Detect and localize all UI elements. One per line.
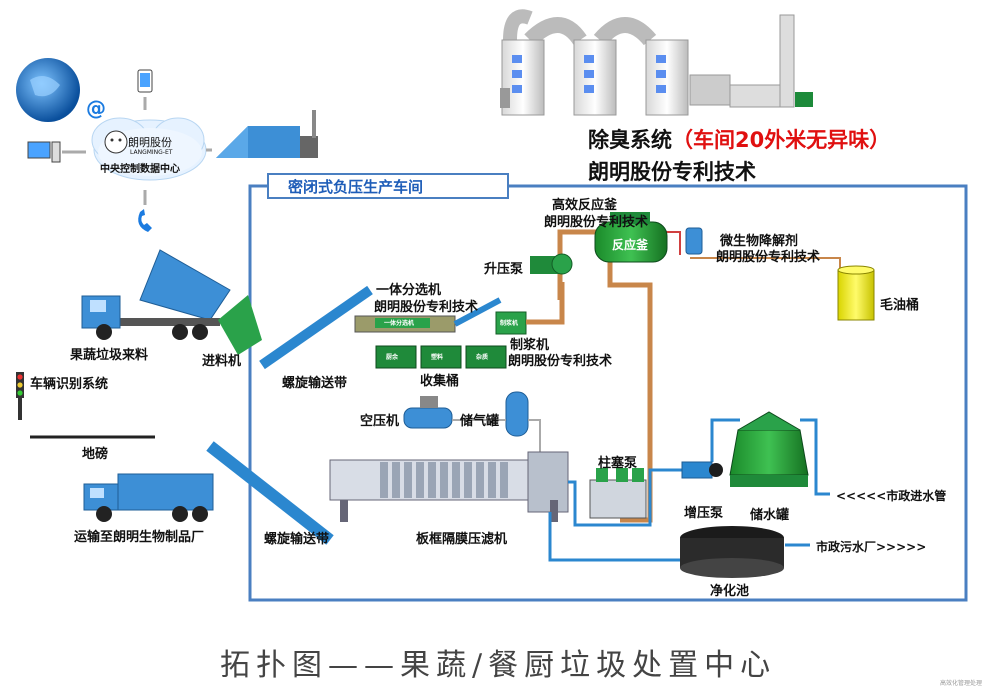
label-oil-barrel: 毛油桶	[880, 298, 920, 313]
filter-press	[329, 451, 569, 522]
label-microbe-1: 微生物降解剂	[720, 234, 799, 249]
label-filter-press: 板框隔膜压滤机	[416, 532, 508, 547]
label-sorter-1: 一体分选机	[376, 283, 442, 298]
sorter-machine	[354, 297, 502, 333]
label-booster-pump-top: 升压泵	[484, 262, 524, 277]
label-microbe-2: 朗明股份专利技术	[716, 250, 821, 265]
reactor-tank-label: 反应釜	[612, 238, 649, 252]
purify-pool	[680, 526, 784, 578]
air-compressor	[403, 396, 453, 429]
reactor-piping	[526, 229, 681, 523]
page-title: 拓扑图——果蔬/餐厨垃圾处置中心	[220, 648, 777, 683]
label-reactor-2: 朗明股份专利技术	[544, 215, 649, 230]
deodor-patent: 朗明股份专利技术	[588, 160, 756, 184]
label-screw-conveyor-1: 螺旋输送带	[282, 376, 348, 391]
deodor-towers	[500, 9, 813, 116]
label-water-tank: 储水罐	[750, 508, 790, 523]
workshop-title: 密闭式负压生产车间	[288, 178, 424, 196]
label-booster-pump-bottom: 增压泵	[684, 506, 724, 521]
water-tank	[729, 411, 809, 487]
collect-bins	[375, 345, 507, 369]
water-pipes	[548, 418, 830, 562]
microbe-tank	[685, 227, 703, 255]
bear-logo-icon	[104, 130, 128, 154]
pulper-plate: 制浆机	[500, 320, 519, 327]
label-pulper-2: 朗明股份专利技术	[508, 354, 613, 369]
label-municipal-water: <<<<<市政进水管	[836, 489, 947, 503]
label-vehicle-id: 车辆识别系统	[30, 377, 109, 392]
label-air-compressor: 空压机	[360, 414, 400, 429]
piston-pump	[589, 468, 647, 519]
reactor-tank	[594, 212, 668, 263]
label-reactor-1: 高效反应釜	[552, 198, 618, 213]
label-screw-conveyor-2: 螺旋输送带	[264, 532, 330, 547]
sorter-plate: 一体分选机	[384, 320, 415, 327]
booster-pump-bottom	[681, 461, 723, 479]
control-center	[16, 58, 318, 232]
gas-tank	[452, 391, 541, 458]
bin-label-1: 厨余	[386, 354, 399, 361]
computer-icon	[27, 141, 51, 159]
at-symbol: @	[86, 96, 106, 120]
workshop-frame	[248, 184, 968, 602]
oil-barrel	[690, 257, 875, 321]
screw-conveyor-upper	[259, 285, 373, 370]
deodor-title-highlight: （车间20外米无异味）	[672, 128, 891, 152]
brand-en: LANGMING-ET	[130, 149, 173, 156]
deodor-title: 除臭系统（车间20外米无异味）	[588, 124, 890, 154]
telephone-icon	[138, 209, 152, 232]
deodor-title-main: 除臭系统	[588, 128, 672, 152]
label-pulper-1: 制浆机	[510, 338, 550, 353]
label-collect-bin: 收集桶	[420, 374, 460, 389]
label-municipal-sewage: 市政污水厂>>>>>	[816, 540, 927, 554]
label-transport: 运输至朗明生物制品厂	[74, 530, 205, 545]
label-purify-pool: 净化池	[710, 584, 750, 599]
label-gas-tank: 储气罐	[460, 414, 500, 429]
outgoing-truck	[83, 473, 214, 522]
bin-label-3: 杂质	[476, 354, 489, 361]
label-piston-pump: 柱塞泵	[598, 456, 638, 471]
watermark: 高效化管理处理	[940, 680, 983, 687]
control-caption: 中央控制数据中心	[100, 164, 180, 175]
traffic-light-icon	[16, 372, 24, 420]
incoming-truck	[81, 249, 262, 355]
bin-label-2: 塑料	[431, 354, 444, 361]
label-feeder: 进料机	[202, 354, 242, 369]
screw-conveyor-lower	[206, 441, 334, 545]
label-fruit-truck: 果蔬垃圾来料	[70, 348, 149, 363]
brand-name: 朗明股份	[128, 136, 172, 149]
booster-pump-top	[530, 253, 573, 275]
label-weighbridge: 地磅	[82, 447, 109, 462]
label-sorter-2: 朗明股份专利技术	[374, 300, 479, 315]
